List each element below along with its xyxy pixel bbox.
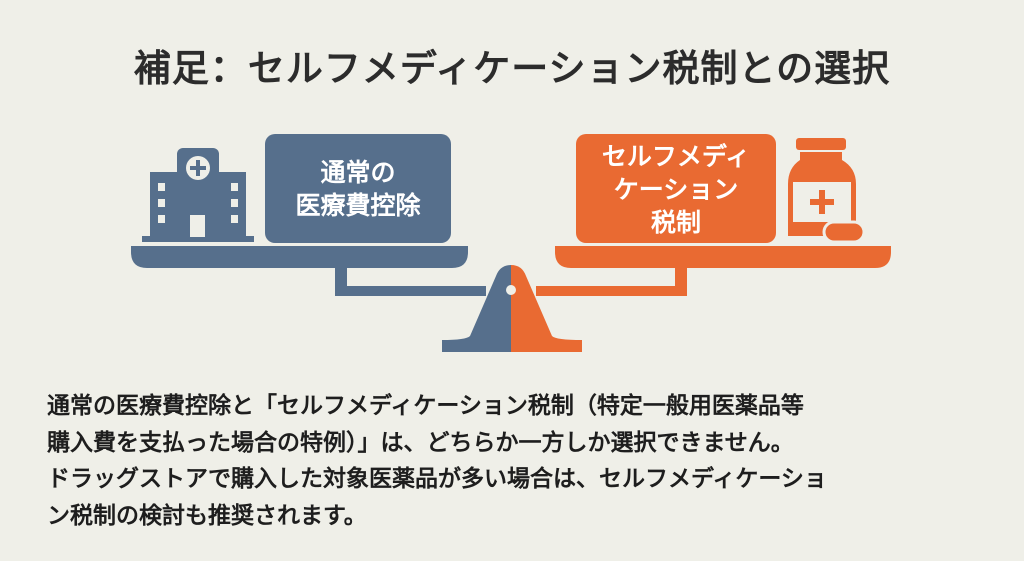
- label-line: セルフメディ: [601, 142, 751, 171]
- self-medication-box: [576, 134, 776, 243]
- label-line: ケーション: [613, 175, 739, 204]
- medical-deduction-label: 通常の 医療費控除: [265, 156, 451, 222]
- text-line: 通常の医療費控除と「セルフメディケーション税制（特定一般用医薬品等: [47, 393, 804, 419]
- text-line: 購入費を支払った場合の特例）」は、どちらか一方しか選択できません。: [47, 429, 794, 456]
- text-line: ン税制の検討も推奨されます。: [47, 502, 367, 529]
- label-line: 通常の: [320, 158, 396, 187]
- medicine-bottle-icon: [788, 138, 866, 244]
- explanation-text: 通常の医療費控除と「セルフメディケーション税制（特定一般用医薬品等 購入費を支払…: [47, 388, 987, 534]
- hospital-icon: [142, 148, 254, 242]
- medical-deduction-box: [265, 134, 451, 243]
- fulcrum: [442, 265, 582, 352]
- page-title: 補足：セルフメディケーション税制との選択: [133, 47, 891, 90]
- text-line: ドラッグストアで購入した対象医薬品が多い場合は、セルフメディケーショ: [47, 466, 827, 492]
- label-line: 税制: [650, 208, 701, 237]
- self-medication-label: セルフメディ ケーション 税制: [576, 140, 776, 239]
- label-line: 医療費控除: [295, 191, 421, 220]
